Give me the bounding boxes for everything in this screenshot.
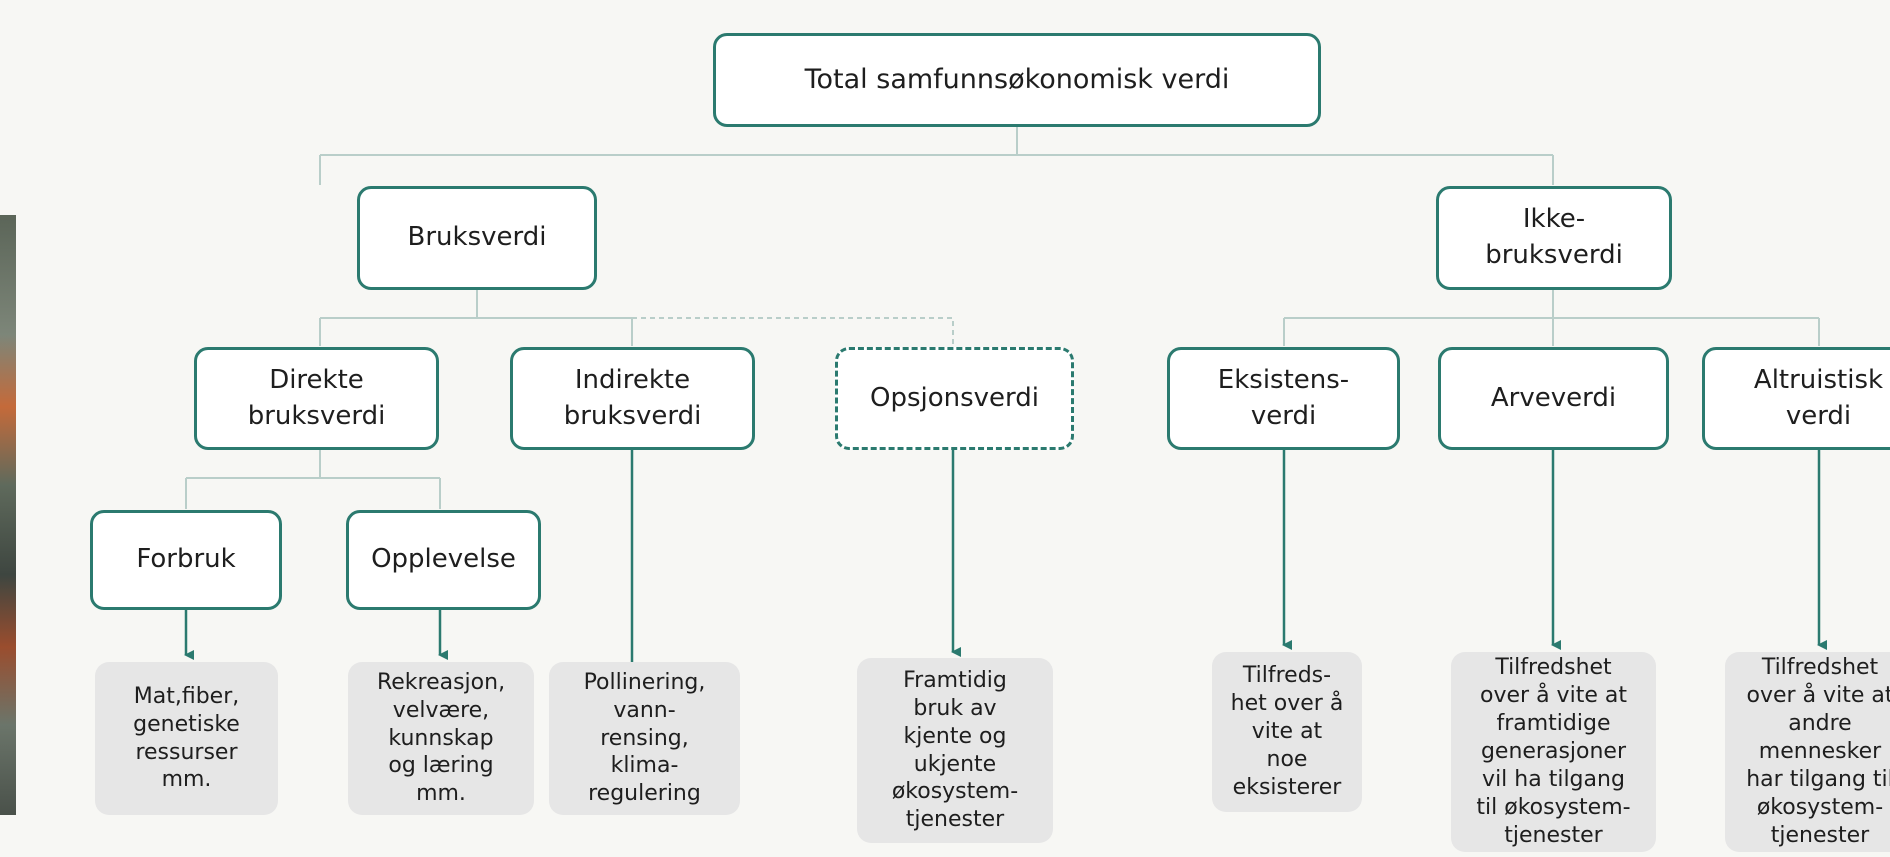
connector-direct-use: [185, 450, 441, 509]
connector-root: [319, 127, 1554, 185]
connector-non-use-value: [1283, 290, 1820, 346]
consumption-examples: Mat,fiber, genetiske ressurser mm.: [95, 662, 278, 815]
existence-value-examples: Tilfreds- het over å vite at noe eksiste…: [1212, 652, 1362, 812]
bequest-value-node: Arveverdi: [1438, 347, 1669, 450]
option-value-node: Opsjonsverdi: [835, 347, 1074, 450]
altruistic-value-node: Altruistisk verdi: [1702, 347, 1890, 450]
consumption-node: Forbruk: [90, 510, 282, 610]
connector-use-value: [319, 290, 633, 346]
indirect-use-value-node: Indirekte bruksverdi: [510, 347, 755, 450]
indirect-use-examples: Pollinering, vann- rensing, klima- regul…: [549, 662, 740, 815]
root-node: Total samfunnsøkonomisk verdi: [713, 33, 1321, 127]
non-use-value-node: Ikke- bruksverdi: [1436, 186, 1672, 290]
direct-use-value-node: Direkte bruksverdi: [194, 347, 439, 450]
bequest-value-examples: Tilfredshet over å vite at framtidige ge…: [1451, 652, 1656, 852]
altruistic-value-examples: Tilfredshet over å vite at andre mennesk…: [1725, 652, 1890, 852]
experience-node: Opplevelse: [346, 510, 541, 610]
background-photo-strip: [0, 215, 16, 815]
existence-value-node: Eksistens- verdi: [1167, 347, 1400, 450]
connector-option-dashed: [632, 317, 954, 346]
use-value-node: Bruksverdi: [357, 186, 597, 290]
experience-examples: Rekreasjon, velvære, kunnskap og læring …: [348, 662, 534, 815]
option-value-examples: Framtidig bruk av kjente og ukjente økos…: [857, 658, 1053, 843]
